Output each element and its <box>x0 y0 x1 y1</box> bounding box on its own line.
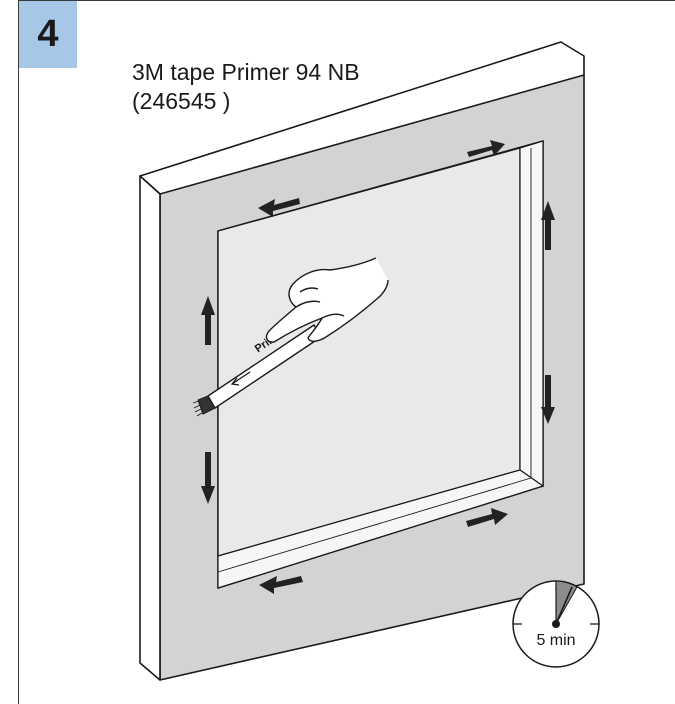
arrow-icon <box>201 452 215 504</box>
bottom-reveal <box>217 469 545 589</box>
reveal-line <box>217 477 532 573</box>
arrow-icon <box>259 576 303 594</box>
arrow-icon <box>466 508 508 527</box>
timer-icon: 5 min <box>512 580 600 668</box>
frame-left-edge <box>139 175 161 681</box>
instruction-caption: 3M tape Primer 94 NB (246545 ) <box>132 58 360 116</box>
arrow-icon <box>258 198 300 217</box>
right-reveal <box>519 140 544 488</box>
step-number-badge: 4 <box>19 1 77 68</box>
panel-border <box>18 0 675 704</box>
arrow-icon <box>541 375 555 424</box>
step-number: 4 <box>37 13 59 55</box>
arrow-icon <box>467 140 505 157</box>
arrow-icon <box>201 296 215 345</box>
timer-label: 5 min <box>536 632 575 649</box>
caption-part-number: (246545 ) <box>132 88 231 114</box>
arrow-icon <box>541 201 555 250</box>
caption-product: 3M tape Primer 94 NB <box>132 59 360 85</box>
direction-arrows <box>201 140 555 594</box>
hand-icon <box>265 257 389 343</box>
